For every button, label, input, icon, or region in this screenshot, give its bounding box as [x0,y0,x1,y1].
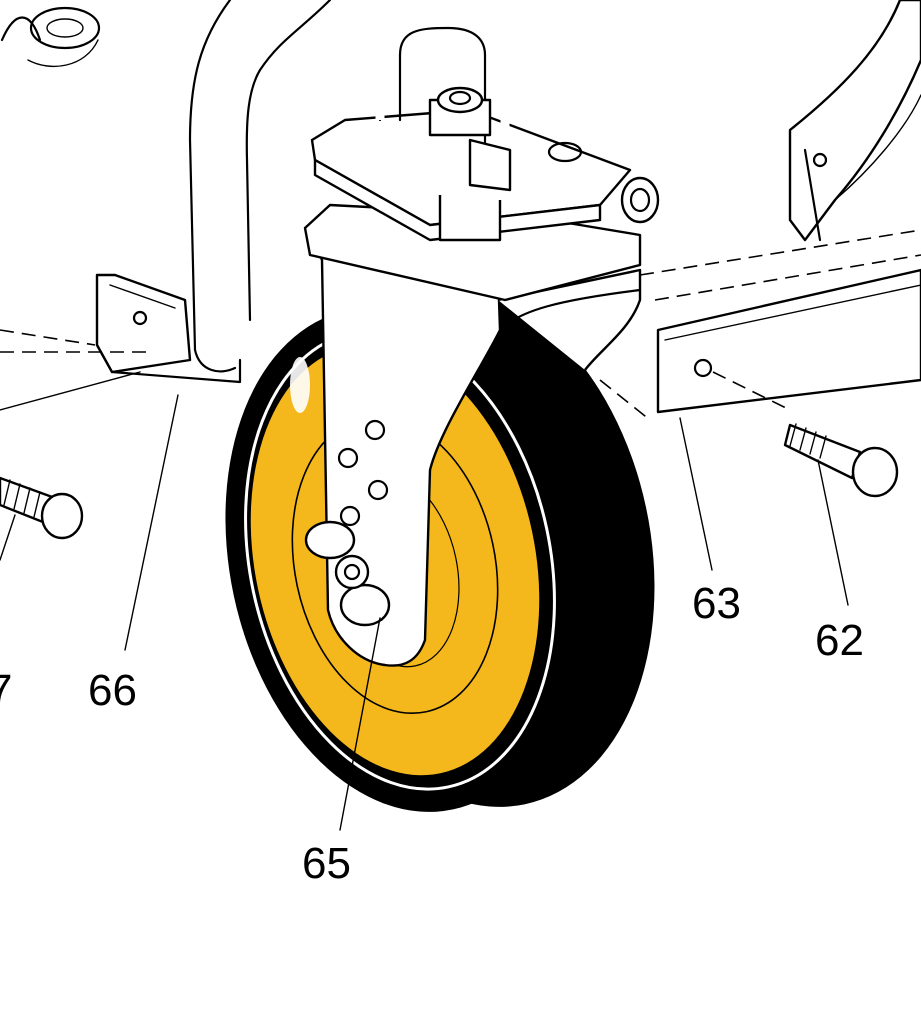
carriage-bolt-left [0,476,84,540]
u-bolt [375,0,512,192]
leader-63 [679,417,713,571]
callout-62: 62 [815,616,864,665]
leader-7 [0,514,16,561]
leader-lines [0,379,849,831]
callout-66: 66 [88,666,137,715]
right-deck-bracket [639,229,921,414]
callout-63: 63 [692,579,741,628]
washer-fragment [0,6,101,67]
carriage-bolt-right [783,423,899,498]
caster-mounting-plate [303,108,660,302]
leader-62 [817,459,849,606]
upper-right-bracket [788,0,921,242]
left-deck-bracket [0,273,242,411]
leader-66 [124,394,179,651]
callout-65: 65 [302,839,351,888]
caster-fork [304,248,642,667]
leader-65 [339,617,381,831]
callout-7: 7 [0,666,12,715]
frame-tube [188,0,332,373]
